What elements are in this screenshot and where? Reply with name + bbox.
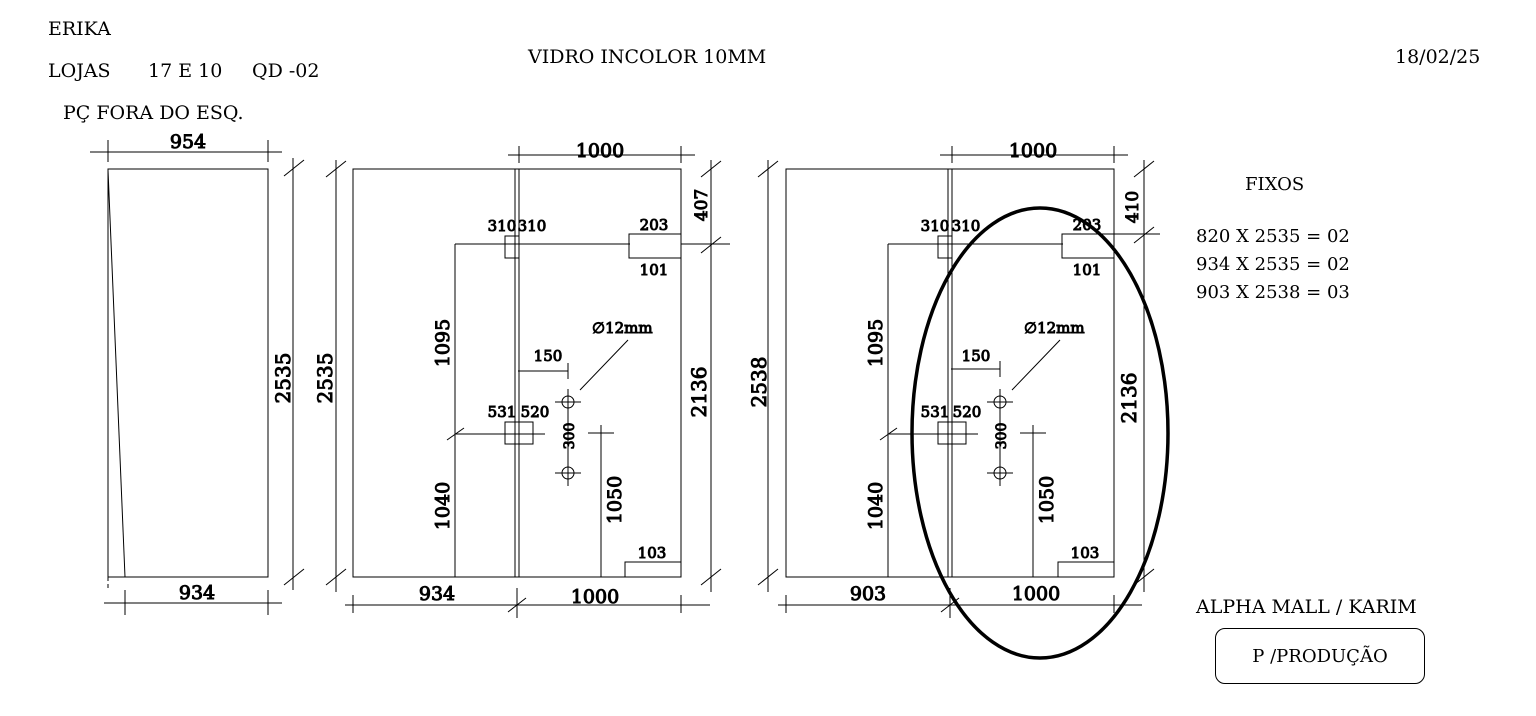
lock-cutout — [628, 233, 682, 259]
piece-bottom-width: 934 — [179, 582, 215, 604]
fixos-item: 934 X 2535 = 02 — [1196, 254, 1350, 275]
dim-text: 2136 — [1117, 373, 1141, 424]
dim-text: ∅12mm — [1024, 319, 1085, 337]
piece-slant-edge — [107, 169, 126, 578]
hinge-top — [937, 235, 953, 259]
dim-text: 531 — [921, 403, 950, 421]
dim-tick — [283, 159, 305, 177]
fixos-title: FIXOS — [1245, 174, 1305, 195]
dim-text: 407 — [692, 189, 712, 221]
dim-text: 520 — [521, 403, 550, 421]
out-of-square-note: PÇ FORA DO ESQ. — [63, 102, 244, 124]
dim-tick — [700, 568, 722, 586]
hinge-middle — [504, 421, 534, 445]
dim-text: 101 — [1073, 261, 1102, 279]
lojas-value: 17 E 10 — [148, 60, 223, 82]
dim-text: 310 — [921, 217, 950, 235]
dim-tick — [700, 236, 722, 254]
bottom-cut — [624, 561, 681, 577]
dim-text: 2538 — [747, 357, 771, 408]
lock-cutout — [1061, 233, 1115, 259]
dim-text: 903 — [850, 583, 886, 605]
qd-code: QD -02 — [252, 60, 320, 82]
dim-text: 103 — [638, 544, 667, 562]
client-name: ERIKA — [48, 18, 111, 40]
dim-tick — [1133, 160, 1155, 178]
dim-text: 310 — [518, 217, 547, 235]
dim-text: 531 — [488, 403, 517, 421]
dim-tick — [325, 160, 347, 178]
dim-text: 520 — [953, 403, 982, 421]
dim-text: 203 — [640, 216, 669, 234]
dim-tick — [446, 427, 465, 441]
fixos-item: 820 X 2535 = 02 — [1196, 226, 1350, 247]
dim-tick — [700, 160, 722, 178]
leader-line — [1011, 339, 1061, 391]
production-stamp: P /PRODUÇÃO — [1215, 628, 1425, 684]
piece-out-of-square — [90, 140, 305, 615]
dim-tick — [757, 568, 779, 586]
dim-text: 300 — [994, 423, 1010, 450]
hinge-middle — [937, 421, 967, 445]
piece-outline — [107, 168, 269, 578]
dim-text: 2535 — [313, 353, 337, 404]
dim-tick — [1133, 226, 1155, 244]
piece-top-width: 954 — [170, 131, 206, 153]
dim-text: 150 — [962, 347, 991, 365]
bottom-cut — [1057, 561, 1114, 577]
dim-tick — [283, 568, 305, 586]
leader-line — [579, 339, 629, 391]
dim-text: 934 — [419, 583, 455, 605]
date: 18/02/25 — [1395, 46, 1481, 68]
lojas-label: LOJAS — [48, 60, 111, 82]
dim-tick — [325, 568, 347, 586]
dim-text: 300 — [562, 423, 578, 450]
dim-text: 150 — [534, 347, 563, 365]
dim-text: 1095 — [432, 319, 454, 367]
panel-outline — [352, 168, 682, 578]
piece-height: 2535 — [271, 353, 295, 404]
dim-text: 1000 — [1012, 583, 1060, 605]
hinge-top — [504, 235, 520, 259]
fixos-item: 903 X 2538 = 03 — [1196, 282, 1350, 303]
dim-text: 1000 — [1009, 140, 1057, 162]
dim-text: 203 — [1073, 216, 1102, 234]
dim-text: 1050 — [1036, 476, 1058, 524]
production-stamp-label: P /PRODUÇÃO — [1252, 645, 1388, 667]
dim-text: 1000 — [576, 140, 624, 162]
dim-text: 101 — [640, 261, 669, 279]
dim-text: 410 — [1123, 191, 1143, 223]
dim-text: 1095 — [865, 319, 887, 367]
panel-outline — [785, 168, 1115, 578]
dim-text: 1000 — [571, 586, 619, 608]
dim-text: 310 — [952, 217, 981, 235]
dim-text: 2136 — [687, 367, 711, 418]
dim-text: 1050 — [604, 476, 626, 524]
highlight-ellipse — [910, 206, 1170, 660]
panel-1 — [325, 146, 730, 618]
panel-2 — [757, 146, 1170, 660]
project-name: ALPHA MALL / KARIM — [1196, 596, 1417, 618]
glass-spec: VIDRO INCOLOR 10MM — [528, 46, 767, 68]
dim-text: 1040 — [432, 482, 454, 530]
dim-tick — [879, 427, 898, 441]
dim-text: 1040 — [865, 482, 887, 530]
dim-text: 103 — [1071, 544, 1100, 562]
dim-text: 310 — [488, 217, 517, 235]
dim-tick — [757, 160, 779, 178]
dim-tick — [507, 597, 527, 613]
dim-text: ∅12mm — [592, 319, 653, 337]
